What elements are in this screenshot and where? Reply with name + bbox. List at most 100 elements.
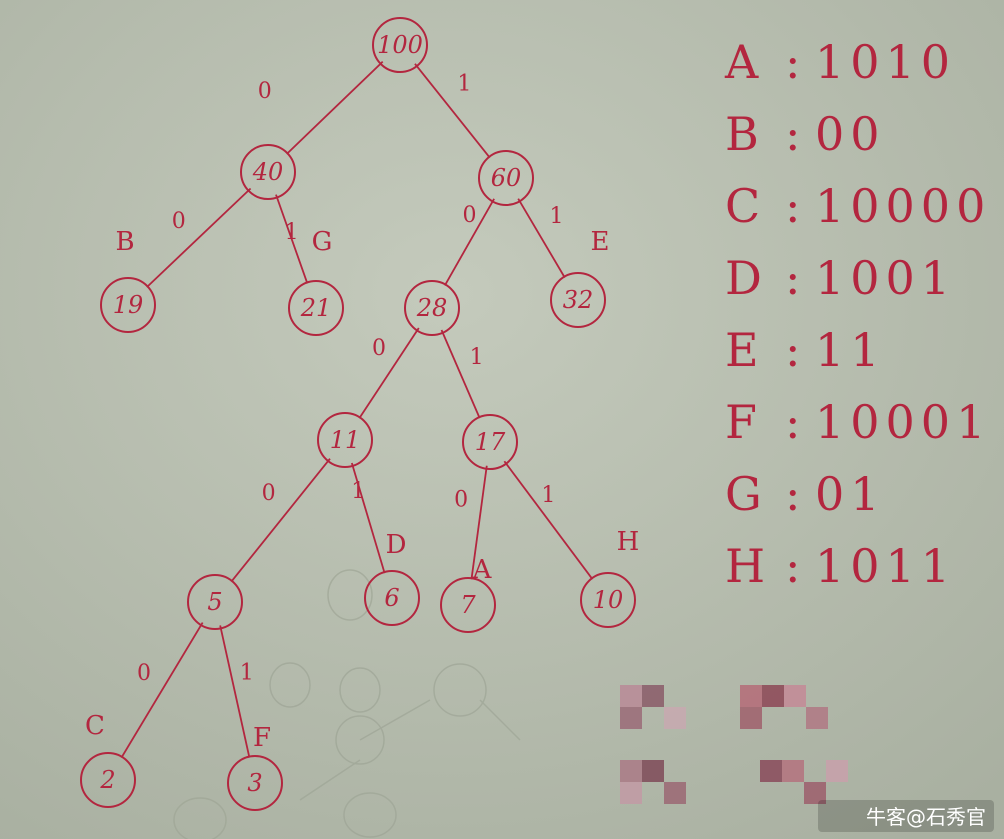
leaf-letter-label: G xyxy=(312,227,333,257)
tree-edge xyxy=(286,60,384,155)
tree-edge xyxy=(146,187,252,288)
tree-node-value: 3 xyxy=(247,769,262,797)
code-separator: : xyxy=(785,467,807,521)
code-row: H:1011 xyxy=(725,539,956,593)
code-letter: H xyxy=(725,539,771,593)
tree-node-circle xyxy=(288,280,344,336)
code-value: 1011 xyxy=(815,539,956,593)
leaf-letter-label: D xyxy=(386,530,407,560)
tree-node-value: 60 xyxy=(491,164,522,192)
tree-node-value: 32 xyxy=(563,286,594,314)
code-separator: : xyxy=(785,35,807,89)
leaf-letter-label: H xyxy=(617,527,640,557)
tree-node-value: 40 xyxy=(252,158,284,186)
code-row: A:1010 xyxy=(724,35,956,89)
code-value: 10001 xyxy=(815,395,991,449)
tree-node-circle xyxy=(187,574,243,630)
code-separator: : xyxy=(785,395,807,449)
code-separator: : xyxy=(785,539,807,593)
tree-edge xyxy=(358,327,420,419)
tree-edge xyxy=(517,198,566,279)
code-value: 1010 xyxy=(815,35,956,89)
tree-node-value: 11 xyxy=(330,426,361,454)
tree-node-value: 17 xyxy=(475,428,506,456)
code-letter: D xyxy=(725,251,768,305)
code-value: 10000 xyxy=(815,179,991,233)
watermark-text: 牛客@石秀官 xyxy=(866,805,986,829)
tree-node-value: 5 xyxy=(207,588,222,616)
tree-edge xyxy=(414,63,491,159)
code-letter: F xyxy=(725,395,763,449)
tree-node-value: 100 xyxy=(377,31,423,59)
tree-node-circle xyxy=(462,414,518,470)
leaf-letter-label: E xyxy=(591,227,610,257)
edge-bit-label: 0 xyxy=(172,209,186,234)
tree-node-value: 10 xyxy=(593,586,624,614)
code-letter: A xyxy=(724,35,764,89)
edge-bit-label: 1 xyxy=(285,220,299,245)
tree-node-circle xyxy=(372,17,428,73)
tree-edge xyxy=(440,329,481,419)
tree-node-circle xyxy=(317,412,373,468)
pixelated-redaction xyxy=(620,685,848,804)
code-row: C:10000 xyxy=(725,179,991,233)
edge-bit-label: 1 xyxy=(351,479,365,504)
code-letter: E xyxy=(725,323,765,377)
code-letter: B xyxy=(725,107,765,161)
tree-edge xyxy=(230,458,331,583)
tree-edge xyxy=(444,198,495,286)
edge-bit-label: 0 xyxy=(137,661,151,686)
tree-edge xyxy=(275,194,309,284)
code-letter: G xyxy=(725,467,768,521)
edge-bit-label: 1 xyxy=(457,72,471,97)
tree-edges: 0 1 0 1 0 1 0 1 0 1 0 1 0 1 xyxy=(120,60,594,759)
faint-background-sketch xyxy=(173,569,521,839)
code-separator: : xyxy=(785,107,807,161)
edge-bit-label: 0 xyxy=(462,203,476,228)
leaf-letter-label: C xyxy=(85,711,105,741)
watermark: 牛客@石秀官 xyxy=(818,800,994,832)
edge-bit-label: 0 xyxy=(262,481,276,506)
code-row: E:11 xyxy=(725,323,880,377)
leaf-letter-label: F xyxy=(253,723,271,753)
edge-bit-label: 0 xyxy=(258,79,272,104)
edge-bit-label: 1 xyxy=(541,483,555,508)
code-row: B:00 xyxy=(725,107,886,161)
code-value: 1001 xyxy=(815,251,956,305)
edge-bit-label: 0 xyxy=(454,488,468,513)
code-row: D:1001 xyxy=(725,251,956,305)
tree-node-circle xyxy=(80,752,136,808)
edge-bit-label: 1 xyxy=(470,345,484,370)
tree-node-value: 19 xyxy=(113,291,144,319)
tree-node-value: 2 xyxy=(99,766,115,794)
tree-node-circle xyxy=(440,577,496,633)
code-list: A:1010B:00C:10000D:1001E:11F:10001G:01H:… xyxy=(724,35,991,593)
edge-bit-label: 0 xyxy=(372,336,386,361)
tree-node-circle xyxy=(364,570,420,626)
tree-edge xyxy=(120,622,204,759)
tree-node-circle xyxy=(240,144,296,200)
code-value: 00 xyxy=(815,107,886,161)
code-separator: : xyxy=(785,323,807,377)
tree-node-value: 7 xyxy=(460,591,476,619)
tree-edge xyxy=(219,625,251,758)
tree-node-circle xyxy=(478,150,534,206)
tree-node-value: 28 xyxy=(416,294,448,322)
leaf-letter-label: B xyxy=(115,227,134,257)
edge-bit-label: 1 xyxy=(549,204,563,229)
tree-edge xyxy=(503,460,594,580)
code-row: F:10001 xyxy=(725,395,991,449)
code-separator: : xyxy=(785,179,807,233)
tree-node-circle xyxy=(580,572,636,628)
edge-bit-label: 1 xyxy=(240,661,254,686)
tree-node-circle xyxy=(404,280,460,336)
tree-node-value: 6 xyxy=(384,584,399,612)
tree-edge xyxy=(470,465,488,580)
tree-edge xyxy=(350,462,386,574)
tree-node-value: 21 xyxy=(300,294,332,322)
code-value: 01 xyxy=(815,467,886,521)
tree-node-circle xyxy=(550,272,606,328)
